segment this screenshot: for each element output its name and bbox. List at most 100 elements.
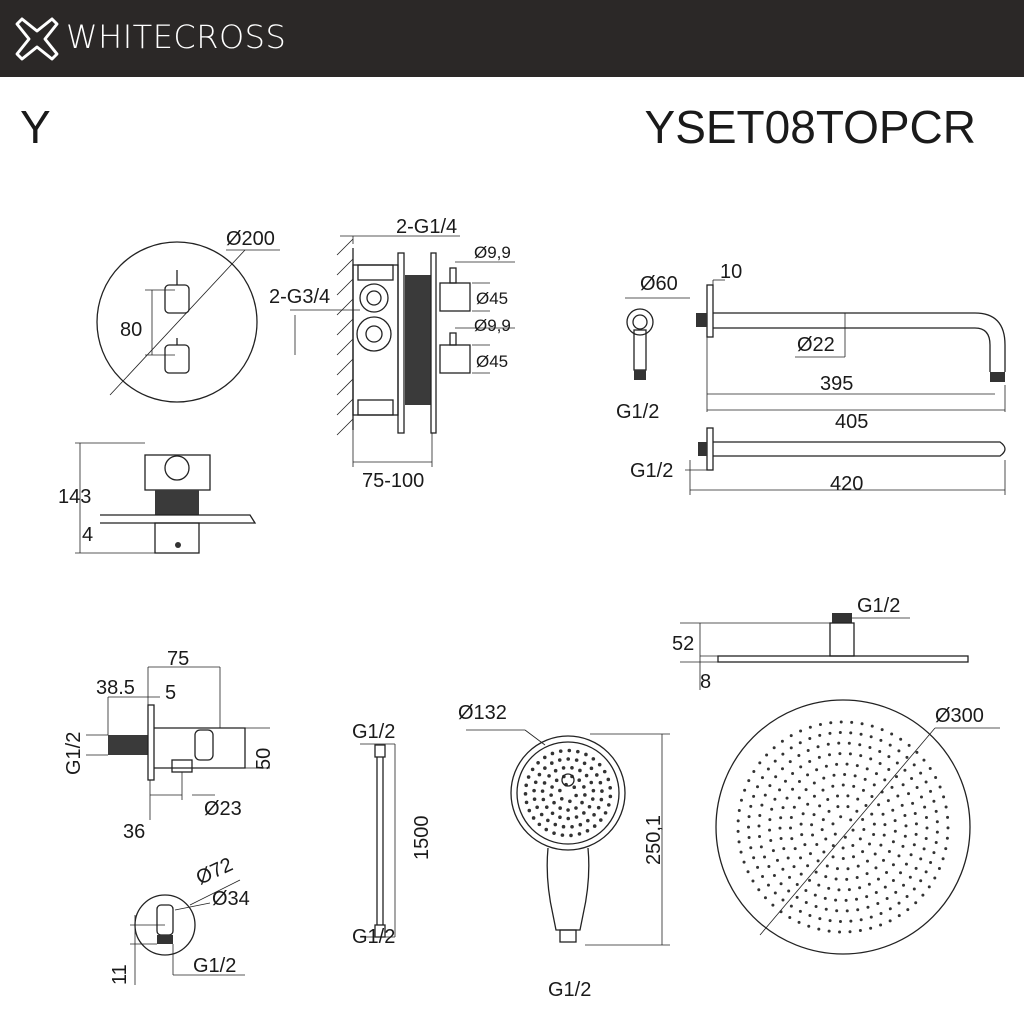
nozzle-dot [834, 898, 838, 902]
nozzle-dot [549, 793, 553, 797]
nozzle-dot [743, 788, 747, 792]
nozzle-dot [804, 901, 808, 905]
nozzle-dot [553, 822, 558, 827]
nozzle-dot [929, 789, 933, 793]
nozzle-dot [570, 824, 574, 829]
nozzle-dot [747, 825, 750, 829]
nozzle-dot [888, 743, 892, 747]
nozzle-dot [838, 731, 842, 735]
nozzle-dot [886, 799, 890, 803]
nozzle-dot [806, 864, 810, 868]
nozzle-dot [768, 818, 772, 822]
nozzle-dot [831, 855, 835, 859]
nozzle-dot [772, 746, 776, 750]
nozzle-dot [869, 757, 873, 761]
nozzle-dot [925, 826, 929, 830]
nozzle-dot [797, 796, 801, 800]
nozzle-dot [818, 722, 822, 726]
nozzle-dot [760, 803, 764, 807]
nozzle-dot [865, 767, 869, 771]
nozzle-dot [766, 883, 770, 887]
dim-plate-4: 4 [82, 524, 93, 546]
dim-thread-top-g1-2: G1/2 [352, 721, 395, 743]
nozzle-dot [550, 761, 554, 765]
nozzle-dot [897, 901, 901, 905]
nozzle-dot [799, 872, 803, 876]
nozzle-dot [799, 822, 803, 826]
nozzle-dot [883, 778, 887, 782]
dim-plate-5: 5 [165, 682, 176, 704]
nozzle-dot [914, 822, 918, 826]
model-title: YSET08TOPCR [644, 101, 976, 153]
nozzle-dot [846, 805, 850, 809]
nozzle-dot [822, 850, 826, 854]
nozzle-dot [903, 768, 907, 772]
dim-pipe-22: Ø22 [797, 334, 835, 356]
nozzle-dot [756, 865, 760, 869]
nozzle-dot [789, 815, 793, 819]
nozzle-dot [827, 809, 831, 813]
nozzle-dot [747, 815, 751, 819]
nozzle-dot [799, 729, 803, 733]
nozzle-dot [766, 767, 770, 771]
nozzle-dot [582, 761, 587, 766]
nozzle-dot [946, 826, 950, 830]
nozzle-dot [821, 788, 825, 792]
nozzle-dot [841, 783, 845, 787]
nozzle-dot [913, 811, 917, 815]
nozzle-dot [878, 762, 882, 766]
nozzle-dot [837, 741, 841, 745]
nozzle-dot [747, 779, 751, 783]
dim-width-75: 75 [167, 648, 189, 670]
nozzle-dot [855, 809, 859, 813]
nozzle-dot [836, 794, 840, 798]
nozzle-dot [778, 826, 782, 830]
nozzle-dot [855, 764, 859, 768]
nozzle-dot [775, 858, 779, 862]
dim-flange-depth-10: 10 [720, 261, 742, 283]
nozzle-dot [577, 778, 582, 783]
nozzle-dot [532, 797, 537, 801]
nozzle-dot [789, 734, 793, 738]
nozzle-dot [786, 856, 790, 860]
nozzle-dot [888, 919, 892, 923]
dim-length-395: 395 [820, 373, 853, 395]
nozzle-dot [944, 805, 948, 809]
nozzle-dot [814, 870, 818, 874]
nozzle-dot [846, 867, 850, 871]
nozzle-dot [905, 894, 909, 898]
nozzle-dot [552, 831, 556, 835]
nozzle-dot [554, 778, 559, 783]
nozzle-dot [589, 766, 594, 771]
nozzle-dot [801, 812, 805, 816]
header-bar: WHITECROSS [0, 0, 1024, 77]
nozzle-dot [558, 815, 562, 819]
nozzle-dot [852, 855, 856, 859]
nozzle-dot [806, 773, 810, 777]
nozzle-dot [929, 861, 933, 865]
nozzle-dot [586, 818, 590, 823]
nozzle-dot [792, 865, 796, 869]
dim-thread-g1-2: G1/2 [548, 979, 591, 1001]
nozzle-dot [772, 874, 776, 878]
nozzle-dot [757, 824, 761, 828]
nozzle-dot [797, 920, 801, 924]
nozzle-dot [845, 877, 849, 881]
nozzle-dot [924, 816, 928, 820]
nozzle-dot [893, 819, 897, 823]
dim-offset-38-5: 38.5 [96, 677, 135, 699]
nozzle-dot [828, 919, 832, 923]
rain-head-side-view: G1/2 52 8 [672, 595, 969, 693]
nozzle-dot [751, 879, 755, 883]
nozzle-dot [552, 800, 556, 805]
nozzle-dot [566, 757, 571, 761]
nozzle-dot [816, 745, 820, 749]
nozzle-dot [899, 871, 903, 875]
nozzle-dot [547, 774, 551, 778]
nozzle-dot [870, 795, 874, 799]
thermostat-side-view: 2-G1/4 2-G3/4 Ø9,9 Ø45 Ø9,9 Ø45 75-100 [269, 216, 515, 492]
nozzle-dot [834, 877, 838, 881]
dim-thread-bottom-g1-2: G1/2 [352, 926, 395, 948]
nozzle-dot [523, 792, 528, 796]
